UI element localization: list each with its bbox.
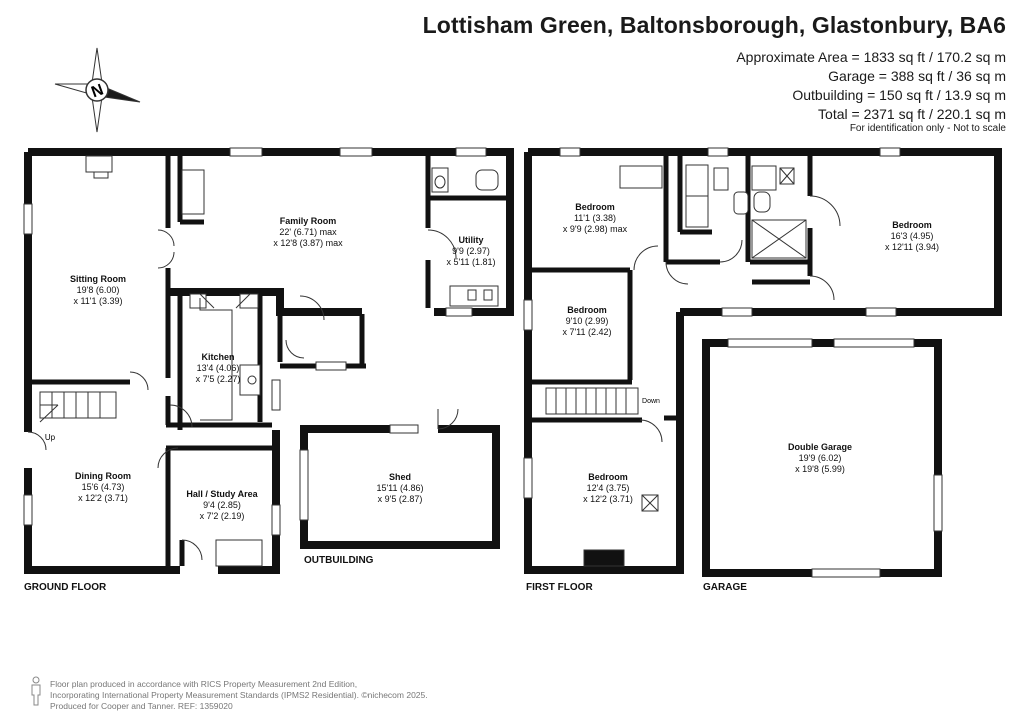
room-kitchen-dim1: 13'4 (4.06) xyxy=(197,363,240,373)
room-bed1-name: Bedroom xyxy=(575,202,615,212)
ground-stairs xyxy=(39,391,117,423)
label-first-floor: FIRST FLOOR xyxy=(526,582,593,593)
first-floor-walls xyxy=(524,148,1002,574)
room-kitchen-name: Kitchen xyxy=(201,352,234,362)
room-family-dim1: 22' (6.71) max xyxy=(279,227,337,237)
room-shed-dim1: 15'11 (4.86) xyxy=(376,483,423,493)
footer-line-2: Incorporating International Property Mea… xyxy=(50,690,428,700)
room-dining-dim2: x 12'2 (3.71) xyxy=(78,493,128,503)
room-utility-dim1: 9'9 (2.97) xyxy=(452,246,490,256)
room-garage-name: Double Garage xyxy=(788,442,852,452)
room-bed1-dim1: 11'1 (3.38) xyxy=(574,213,616,223)
stairs-up-label: Up xyxy=(45,433,56,442)
identification-note: For identification only - Not to scale xyxy=(849,123,1006,134)
label-garage: GARAGE xyxy=(703,582,747,593)
area-outbuilding: Outbuilding = 150 sq ft / 13.9 sq m xyxy=(792,87,1006,103)
ground-windows xyxy=(23,147,487,536)
first-fixtures xyxy=(583,164,807,567)
room-bed2-dim2: x 12'11 (3.94) xyxy=(885,242,939,252)
compass-icon: N xyxy=(54,47,141,133)
room-dining-name: Dining Room xyxy=(75,471,131,481)
room-sitting-name: Sitting Room xyxy=(70,274,126,284)
area-summary: Approximate Area = 1833 sq ft / 170.2 sq… xyxy=(736,48,1006,124)
label-outbuilding: OUTBUILDING xyxy=(304,555,374,566)
room-garage-dim1: 19'9 (6.02) xyxy=(799,453,842,463)
outbuilding-walls xyxy=(300,425,500,549)
ground-floor-walls xyxy=(24,148,514,574)
label-ground-floor: GROUND FLOOR xyxy=(24,582,107,593)
shed-door xyxy=(437,408,459,430)
room-family-dim2: x 12'8 (3.87) max xyxy=(273,238,343,248)
footer-line-3: Produced for Cooper and Tanner. REF: 135… xyxy=(50,701,233,711)
room-sitting-dim2: x 11'1 (3.39) xyxy=(73,296,122,306)
ground-doors xyxy=(27,229,457,567)
room-sitting-dim1: 19'8 (6.00) xyxy=(77,285,120,295)
room-bed3-dim1: 9'10 (2.99) xyxy=(566,316,609,326)
room-bed3-name: Bedroom xyxy=(567,305,607,315)
room-hall-dim1: 9'4 (2.85) xyxy=(203,500,241,510)
room-family-name: Family Room xyxy=(280,216,337,226)
room-bed1-dim2: x 9'9 (2.98) max xyxy=(563,224,628,234)
first-stairs xyxy=(545,387,639,415)
person-scale-icon xyxy=(31,676,41,706)
room-garage-dim2: x 19'8 (5.99) xyxy=(795,464,845,474)
room-bed3-dim2: x 7'11 (2.42) xyxy=(562,327,611,337)
area-garage: Garage = 388 sq ft / 36 sq m xyxy=(828,68,1006,84)
room-shed-dim2: x 9'5 (2.87) xyxy=(378,494,423,504)
room-bed4-dim1: 12'4 (3.75) xyxy=(587,483,630,493)
property-title: Lottisham Green, Baltonsborough, Glaston… xyxy=(422,12,1006,38)
room-dining-dim1: 15'6 (4.73) xyxy=(82,482,125,492)
room-bed4-name: Bedroom xyxy=(588,472,628,482)
footer-line-1: Floor plan produced in accordance with R… xyxy=(50,679,358,689)
room-bed2-name: Bedroom xyxy=(892,220,932,230)
ground-floor-partitions xyxy=(30,156,510,566)
footer-notes: Floor plan produced in accordance with R… xyxy=(50,679,428,712)
area-total: Total = 2371 sq ft / 220.1 sq m xyxy=(818,106,1006,122)
room-utility-name: Utility xyxy=(458,235,483,245)
ground-fixtures xyxy=(85,155,499,396)
compass-north-label: N xyxy=(89,81,106,101)
room-utility-dim2: x 5'11 (1.81) xyxy=(446,257,495,267)
room-shed-name: Shed xyxy=(389,472,411,482)
area-approximate: Approximate Area = 1833 sq ft / 170.2 sq… xyxy=(736,49,1006,65)
stairs-down-label: Down xyxy=(642,398,660,405)
room-hall-dim2: x 7'2 (2.19) xyxy=(200,511,245,521)
first-doors xyxy=(633,195,841,443)
room-hall-name: Hall / Study Area xyxy=(186,489,258,499)
outbuilding-windows xyxy=(299,424,419,521)
room-bed4-dim2: x 12'2 (3.71) xyxy=(583,494,633,504)
garage-openings xyxy=(727,338,943,578)
room-bed2-dim1: 16'3 (4.95) xyxy=(891,231,934,241)
room-kitchen-dim2: x 7'5 (2.27) xyxy=(196,374,241,384)
first-windows xyxy=(523,147,901,499)
